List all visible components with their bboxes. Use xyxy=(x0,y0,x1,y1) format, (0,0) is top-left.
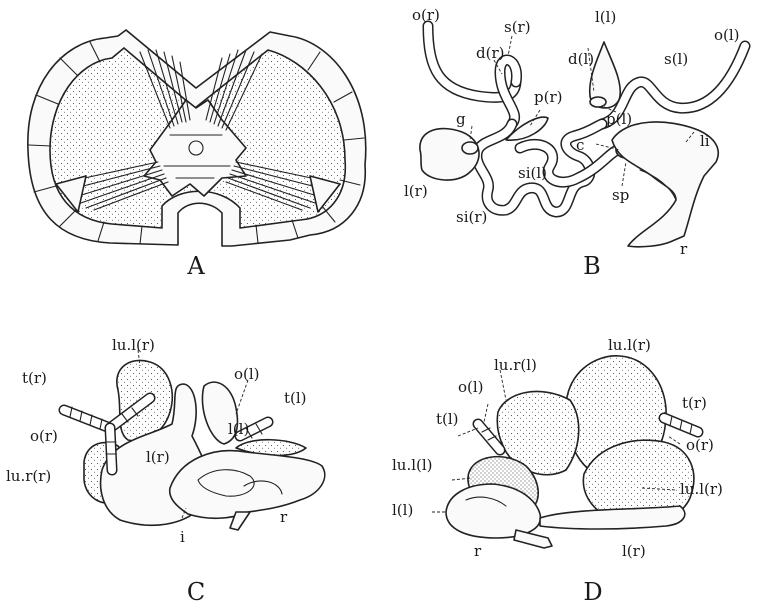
label-b-d-l: d(l) xyxy=(568,50,594,68)
label-b-s-r: s(r) xyxy=(504,18,531,36)
label-b-l-l: l(l) xyxy=(595,8,616,26)
label-d-r: r xyxy=(474,542,482,560)
label-d-l-r: l(r) xyxy=(622,542,646,560)
label-c-l-l: l(l) xyxy=(228,420,249,438)
label-c-r: r xyxy=(280,508,288,526)
organ-d-r-tail xyxy=(514,530,552,548)
panel-c-caption: C xyxy=(187,578,205,606)
label-d-lu-l-r-top: lu.l(r) xyxy=(608,336,651,354)
label-b-s-l: s(l) xyxy=(664,50,688,68)
panel-b-caption: B xyxy=(583,252,601,280)
label-b-g: g xyxy=(456,110,466,128)
organ-g xyxy=(462,142,478,154)
label-c-l-r: l(r) xyxy=(146,448,170,466)
label-d-lu-l-l: lu.l(l) xyxy=(392,456,433,474)
label-b-si-r: si(r) xyxy=(456,208,487,226)
label-d-l-l: l(l) xyxy=(392,501,413,519)
label-b-p-r: p(r) xyxy=(534,88,562,106)
label-c-t-r: t(r) xyxy=(22,369,47,387)
label-b-r: r xyxy=(680,240,688,258)
label-c-lu-r-r: lu.r(r) xyxy=(6,467,51,485)
label-b-o-l: o(l) xyxy=(714,26,740,44)
label-b-d-r: d(r) xyxy=(476,44,504,62)
panel-a-caption: A xyxy=(186,252,205,280)
panel-b: o(r) s(r) d(r) l(l) d(l) s(l) o(l) p(r) … xyxy=(404,6,745,280)
organ-d-l-r xyxy=(540,506,685,529)
label-b-li: li xyxy=(700,132,710,150)
label-b-si-l: si(l) xyxy=(518,164,547,182)
label-c-o-l: o(l) xyxy=(234,365,260,383)
panel-d-caption: D xyxy=(583,578,602,606)
label-d-t-l: t(l) xyxy=(436,410,459,428)
label-d-lu-l-r: lu.l(r) xyxy=(680,480,723,498)
panel-d: lu.l(r) lu.r(l) o(l) t(r) t(l) o(r) lu.l… xyxy=(392,336,723,606)
label-b-p-l: p(l) xyxy=(606,110,632,128)
label-b-c: c xyxy=(576,136,584,154)
label-d-o-l: o(l) xyxy=(458,378,484,396)
panel-c: lu.l(r) t(r) o(l) t(l) o(r) l(l) l(r) lu… xyxy=(6,336,325,606)
label-b-o-r: o(r) xyxy=(412,6,440,24)
label-d-o-r: o(r) xyxy=(686,436,714,454)
label-b-l-r: l(r) xyxy=(404,182,428,200)
label-c-t-l: t(l) xyxy=(284,389,307,407)
label-d-lu-r-l: lu.r(l) xyxy=(494,356,537,374)
label-d-t-r: t(r) xyxy=(682,394,707,412)
organ-p-l xyxy=(590,97,606,107)
label-c-o-r: o(r) xyxy=(30,427,58,445)
label-b-sp: sp xyxy=(612,186,629,204)
label-c-lu-l-r: lu.l(r) xyxy=(112,336,155,354)
label-c-i: i xyxy=(180,528,185,546)
panel-a: A xyxy=(28,30,366,280)
